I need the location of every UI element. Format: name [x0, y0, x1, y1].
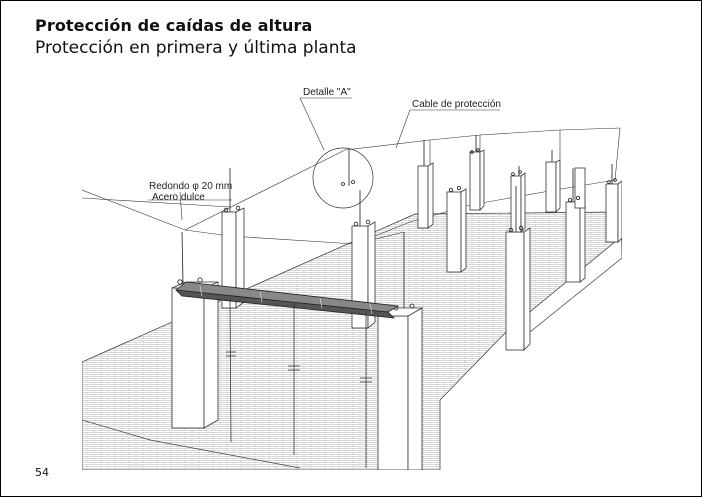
beam: [174, 281, 400, 319]
column: [417, 165, 429, 229]
page-subtitle: Protección en primera y última planta: [35, 38, 357, 58]
columns: [171, 149, 622, 470]
column: [505, 231, 525, 351]
leader-lines: [148, 97, 500, 221]
column: [446, 191, 462, 273]
page-number: 54: [35, 466, 49, 479]
label-round-bar: Redondo φ 20 mm: [149, 181, 232, 192]
label-cable: Cable de protección: [412, 99, 501, 110]
protection-cable: [82, 127, 621, 245]
label-detail-a: Detalle "A": [303, 87, 351, 98]
column: [171, 287, 205, 429]
column: [565, 201, 581, 283]
round-bars: [181, 135, 613, 308]
page-title: Protección de caídas de altura: [35, 16, 313, 35]
column: [605, 183, 619, 243]
column: [377, 315, 409, 470]
column-clamps: [177, 148, 617, 311]
label-material: Acero dulce: [152, 192, 205, 203]
column: [545, 161, 557, 213]
column: [469, 151, 481, 211]
props: [226, 299, 372, 468]
column: [574, 167, 586, 209]
detail-a-circle: [312, 147, 374, 209]
